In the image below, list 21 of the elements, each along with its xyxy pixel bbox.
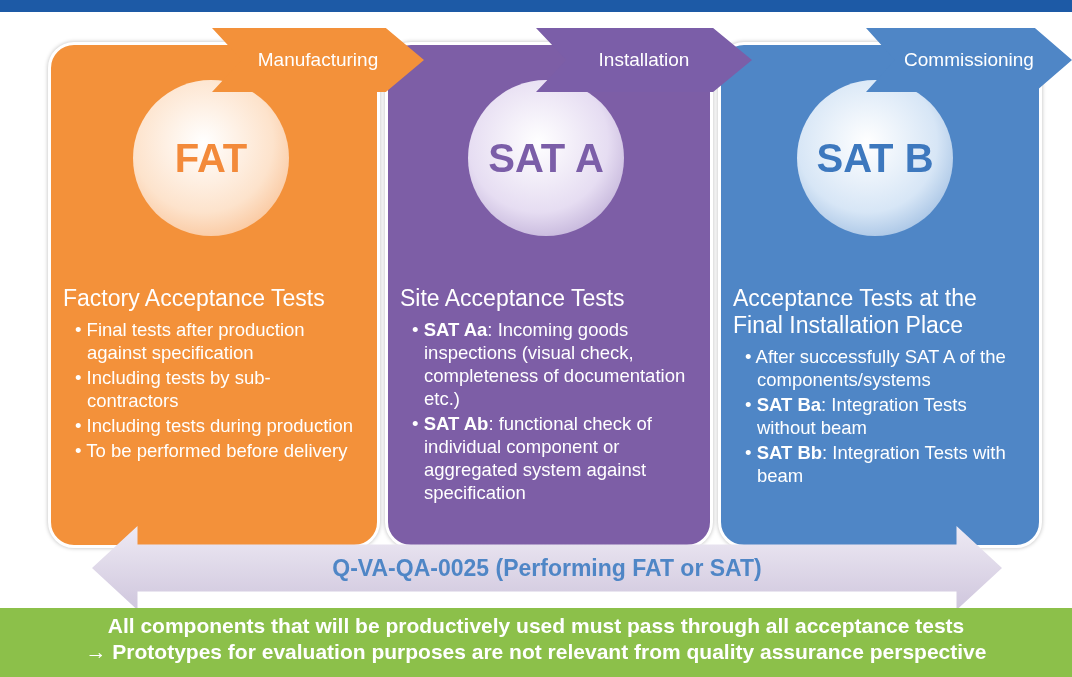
bullet-text: • Final tests after production against specification	[75, 318, 306, 364]
panel-heading: Acceptance Tests at the Final Installation Place	[733, 285, 978, 339]
panel-heading: Site Acceptance Tests	[400, 285, 626, 312]
note-text: → Prototypes for evaluation purposes are not relevant from quality assurance perspective	[84, 640, 988, 664]
bullet-text: • SAT Ab: functional check of individual component or aggregated system against specification	[412, 412, 653, 504]
bullet-text: • Including tests by sub-contractors	[75, 366, 272, 412]
bullet-text: • SAT Aa: Incoming goods inspections (visual check, completeness of documentation etc.)	[412, 318, 687, 410]
panel-heading: Factory Acceptance Tests	[63, 285, 326, 312]
note-banner	[0, 608, 1072, 677]
stage-circle: SAT A	[468, 80, 624, 236]
stage-circle: FAT	[133, 80, 289, 236]
stage-circle: SAT B	[797, 80, 953, 236]
chevron-tab: Commissioning	[866, 28, 1072, 92]
stage-panel	[718, 42, 1042, 548]
note-text: All components that will be productively used must pass through all acceptance tests	[106, 614, 966, 638]
bullet-text: • To be performed before delivery	[75, 439, 349, 462]
stage-panel	[48, 42, 380, 548]
bullet-text: • SAT Ba: Integration Tests without beam	[745, 393, 968, 439]
bullet-text: • SAT Bb: Integration Tests with beam	[745, 441, 1007, 487]
bullet-text: • After successfully SAT A of the components/systems	[745, 345, 1007, 391]
bullet-text: • Including tests during production	[75, 414, 354, 437]
